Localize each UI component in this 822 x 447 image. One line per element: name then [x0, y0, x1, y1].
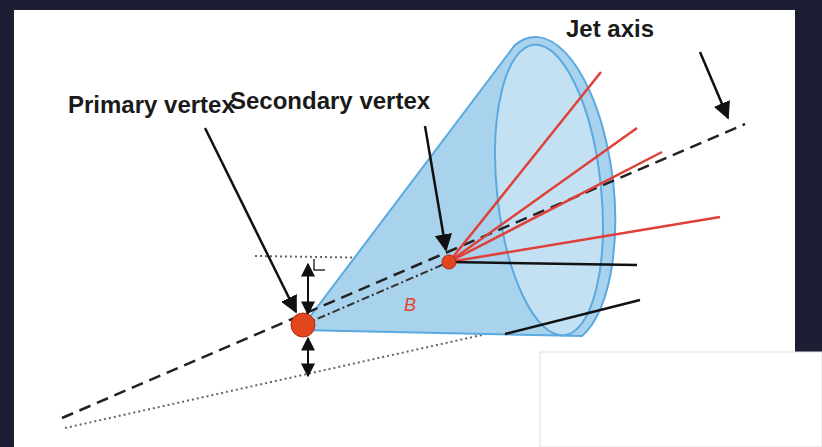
track: [449, 262, 637, 265]
leader-arrow: [700, 52, 728, 118]
impact-arrow: [307, 338, 309, 376]
track: [505, 300, 640, 334]
corner-panel: [540, 352, 822, 447]
primary-vertex-dot: [291, 313, 315, 337]
jet-axis-line: [62, 124, 745, 418]
leader-arrow: [425, 126, 446, 250]
hadron-label: B: [404, 296, 416, 316]
tracks: [449, 72, 720, 262]
vertex-label: Primary vertex: [68, 92, 235, 118]
vertex-label: Secondary vertex: [230, 88, 430, 114]
secondary-vertex-dot: [442, 255, 456, 269]
impact-arrow: [307, 264, 309, 314]
right-angle-mark: [314, 259, 325, 270]
dotted-line: [65, 322, 540, 428]
leader-arrow: [205, 128, 296, 312]
b-flight-path: [303, 262, 449, 325]
axis-label: Jet axis: [566, 16, 654, 42]
